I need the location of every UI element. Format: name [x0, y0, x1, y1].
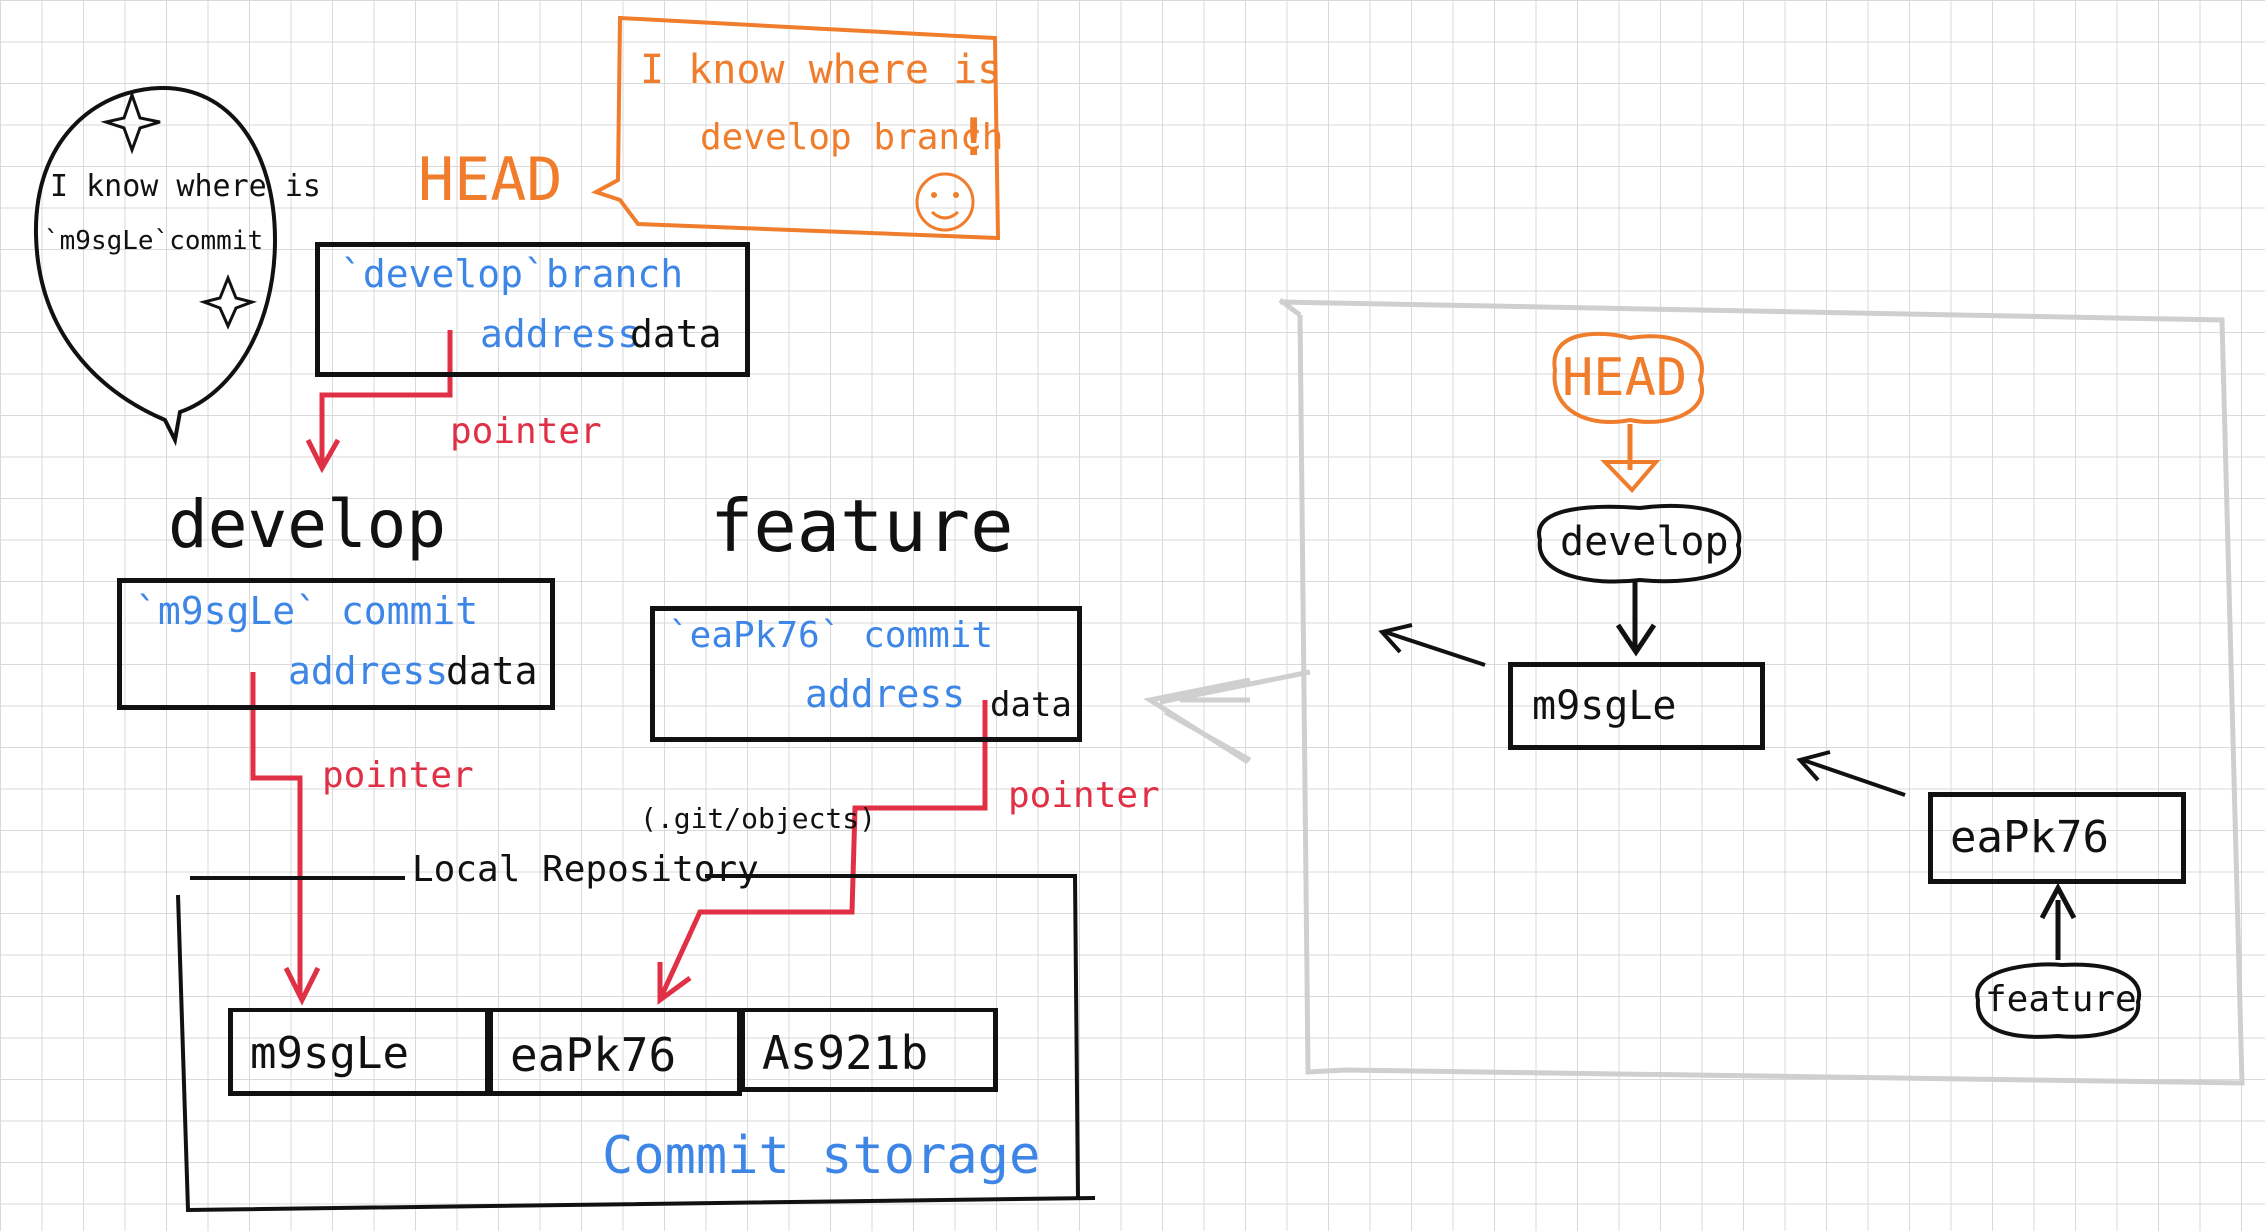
right-commit-1-label: m9sgLe	[1532, 683, 1677, 729]
callout-line-1: I know where is	[640, 47, 1002, 93]
feature-label: feature	[710, 484, 1014, 568]
sparkle-icon	[100, 90, 161, 155]
commit-cell-1-label: m9sgLe	[250, 1028, 409, 1079]
smiley-icon	[915, 172, 975, 232]
bubble-line-2: `m9sgLe`commit	[44, 226, 264, 256]
right-commit-box-2	[1928, 792, 2186, 884]
right-head-label: HEAD	[1562, 348, 1688, 408]
commit-storage-label: Commit storage	[602, 1126, 1041, 1186]
pointer-label-3: pointer	[1008, 775, 1160, 816]
right-develop-label: develop	[1560, 519, 1729, 565]
develop-commit-address: address	[288, 649, 449, 693]
right-head-bubble	[1552, 331, 1704, 424]
exclamation-mark: !	[958, 108, 990, 168]
right-arrow-left-2	[1802, 758, 1906, 797]
develop-label: develop	[168, 486, 447, 563]
feature-commit-address: address	[805, 672, 966, 716]
right-develop-bubble	[1537, 503, 1742, 584]
pointer-arrow-3	[659, 700, 988, 997]
pointer-label-1: pointer	[450, 411, 602, 452]
thought-bubble-outline	[33, 85, 278, 447]
head-callout-outline	[591, 15, 1001, 241]
develop-commit-box	[117, 578, 555, 710]
feature-commit-data: data	[990, 685, 1072, 725]
big-gray-arrow	[1143, 669, 1311, 765]
right-feature-bubble	[1975, 962, 2142, 1039]
commit-cell-2-label: eaPk76	[510, 1028, 677, 1082]
git-objects-label: (.git/objects)	[640, 802, 877, 835]
develop-branch-data: data	[630, 312, 722, 356]
commit-cell-2	[488, 1008, 742, 1096]
feature-commit-box	[650, 606, 1082, 742]
local-repo-frame	[176, 874, 1096, 1213]
develop-commit-data: data	[446, 649, 538, 693]
develop-branch-box	[315, 242, 750, 377]
right-commit-box-1	[1508, 662, 1765, 750]
commit-cell-3	[740, 1008, 998, 1092]
bubble-line-1: I know where is	[50, 169, 321, 204]
feature-commit-title: `eaPk76` commit	[668, 615, 994, 656]
develop-branch-title: `develop`branch	[340, 252, 684, 296]
head-label: HEAD	[418, 145, 563, 215]
right-commit-2-label: eaPk76	[1950, 812, 2109, 863]
commit-cell-1	[228, 1008, 490, 1096]
develop-branch-address: address	[480, 312, 641, 356]
pointer-arrow-1	[319, 330, 453, 465]
sparkle-icon-2	[198, 273, 258, 330]
develop-commit-title: `m9sgLe` commit	[135, 589, 479, 633]
pointer-label-2: pointer	[322, 755, 474, 796]
pointer-arrow-2	[250, 672, 303, 995]
right-feature-label: feature	[1985, 979, 2137, 1020]
local-repo-label: Local Repository	[412, 849, 759, 890]
callout-line-2: develop branch	[700, 117, 1004, 158]
commit-cell-3-label: As921b	[762, 1026, 929, 1080]
right-panel-frame	[1278, 298, 2245, 1086]
right-arrow-left-1	[1384, 630, 1486, 667]
